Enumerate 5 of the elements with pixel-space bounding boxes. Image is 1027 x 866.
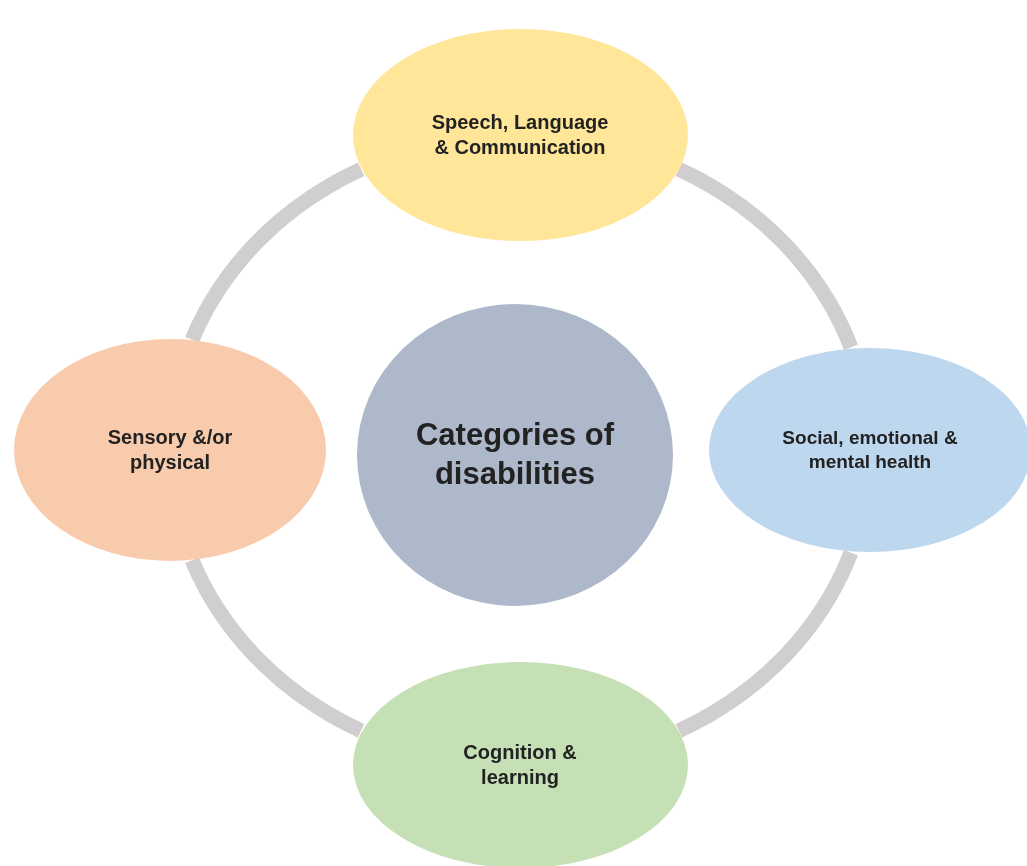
category-label: Social, emotional & mental health <box>781 426 959 474</box>
category-label: Speech, Language & Communication <box>430 110 610 160</box>
category-label: Cognition & learning <box>462 740 578 790</box>
central-title: Categories of disabilities <box>414 416 616 493</box>
category-label: Sensory &/or physical <box>106 425 234 475</box>
